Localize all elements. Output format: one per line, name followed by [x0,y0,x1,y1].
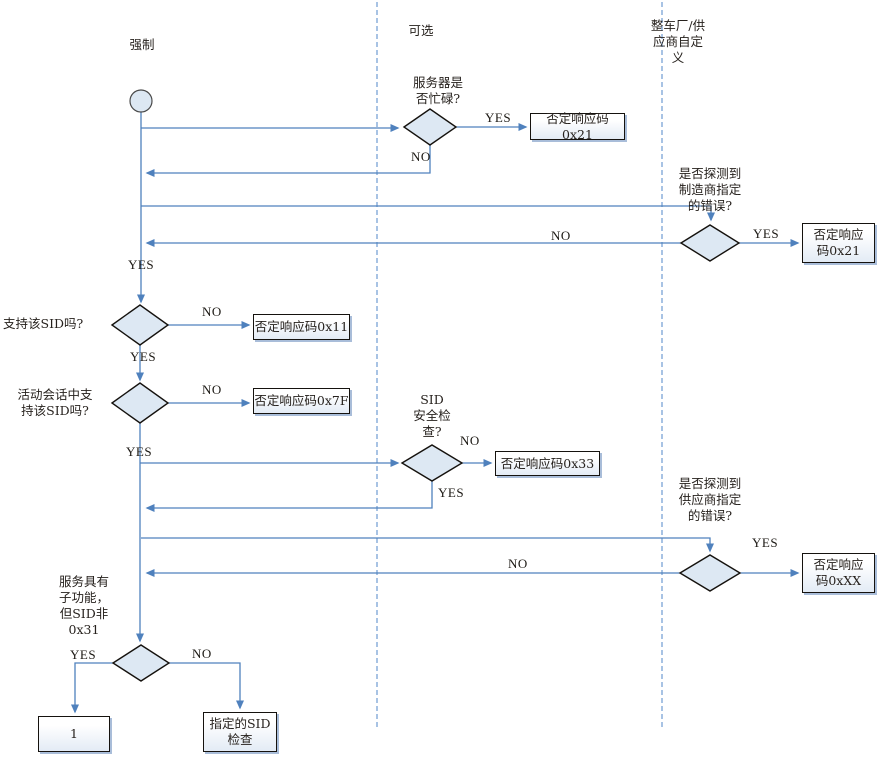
lane-label-custom: 整车厂/供 应商自定 义 [650,18,706,65]
decision-subfunction [111,644,171,682]
edge-subfunction-no [169,662,244,710]
box-nrc-0xxx: 否定响应 码0xXX [802,553,875,593]
decision-sid-security [400,444,464,482]
edge-label-yes-supplier: YES [752,535,779,550]
label-sid-security: SID 安全检 查? [413,392,451,439]
edge-label-no-manufacturer: NO [551,228,571,243]
edge-label-no-sid-security: NO [460,433,480,448]
edge-to-supplier-error [141,537,714,553]
decision-supplier-error [678,554,742,592]
box-continue-1: 1 [38,716,110,752]
label-subfunction: 服务具有 子功能， 但SID非 0x31 [58,574,109,637]
edge-sid-security-yes-return [145,481,433,512]
edge-label-yes-sid-supported: YES [130,349,157,364]
edge-label-no-subfunction: NO [192,646,212,661]
edge-subfunction-yes [71,662,113,714]
label-sid-in-session: 活动会话中支 持该SID吗? [17,387,93,418]
box-nrc-0x11: 否定响应码0x11 [253,314,350,340]
edge-label-no-sid-session: NO [202,382,222,397]
decision-manufacturer-error [679,224,741,262]
box-sid-check: 指定的SID 检查 [203,712,277,752]
box-nrc-0x21-custom: 否定响应 码0x21 [802,223,875,263]
label-manufacturer-error: 是否探测到 制造商指定 的错误? [678,166,742,213]
edge-label-yes-main: YES [128,257,155,272]
decision-server-busy [402,108,458,146]
edge-label-no-sid-supported: NO [202,304,222,319]
edge-server-busy-no-return [145,145,431,177]
label-sid-supported: 支持该SID吗? [3,316,84,331]
label-supplier-error: 是否探测到 供应商指定 的错误? [678,476,742,523]
lane-label-mandatory: 强制 [129,37,155,52]
lane-label-optional: 可选 [408,23,434,38]
edge-label-yes-sid-session: YES [126,444,153,459]
edge-label-no-server-busy: NO [411,149,431,164]
decision-sid-in-session [110,382,170,424]
label-server-busy: 服务器是 否忙碌? [412,75,463,106]
edge-label-yes-subfunction: YES [70,647,97,662]
box-nrc-0x33: 否定响应码0x33 [495,451,600,476]
decision-sid-supported [110,304,170,346]
start-node [129,89,153,113]
edge-label-yes-server-busy: YES [485,110,512,125]
edge-to-manufacturer-error [141,205,715,222]
edge-label-yes-sid-security: YES [438,485,465,500]
box-nrc-0x21-optional: 否定响应码0x21 [530,111,625,142]
box-nrc-0x7f: 否定响应码0x7F [253,388,350,414]
edge-label-no-supplier: NO [508,556,528,571]
edge-label-yes-manufacturer: YES [753,226,780,241]
